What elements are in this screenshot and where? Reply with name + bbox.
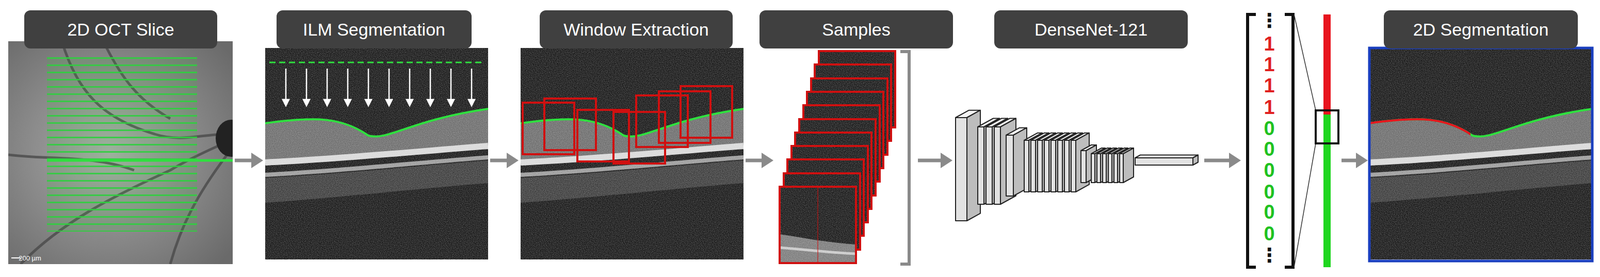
pipeline-stage: Window Extraction	[520, 47, 744, 260]
stage-heading: 2D Segmentation	[1383, 10, 1578, 49]
segmentation-overlay	[1369, 47, 1593, 262]
network-layer	[1037, 133, 1056, 192]
flow-arrow	[234, 152, 264, 169]
network-layer	[1135, 155, 1199, 166]
ilm-overlay	[265, 62, 489, 137]
network-layer	[955, 110, 981, 221]
vector-value: 0	[1263, 139, 1275, 159]
oct-bscan	[520, 47, 744, 260]
stage-heading: DenseNet-121	[994, 10, 1188, 49]
vector-ellipsis: ⋮	[1259, 245, 1280, 266]
pipeline-stage: 2D Segmentation	[1369, 47, 1593, 262]
flow-arrow	[1341, 152, 1368, 169]
window-overlay	[520, 86, 744, 164]
scale-label: 200 µm	[18, 254, 42, 262]
flow-arrow	[745, 152, 774, 169]
network-layer	[1030, 133, 1049, 192]
network-layer	[1119, 148, 1134, 183]
vector-value: 1	[1263, 97, 1275, 118]
oct-bscan	[265, 47, 489, 260]
vector-value: 1	[1263, 34, 1275, 54]
vector-value: 0	[1263, 202, 1275, 222]
column-bar	[1294, 14, 1339, 268]
vector-ellipsis: ⋮	[1259, 10, 1280, 31]
flow-arrow	[1204, 152, 1241, 169]
network-layer	[1044, 133, 1063, 192]
sample-stack	[779, 51, 896, 264]
vector-value: 0	[1263, 160, 1275, 181]
flow-arrow	[917, 152, 953, 169]
oct-bscan	[1369, 47, 1593, 260]
stage-heading: ILM Segmentation	[276, 10, 472, 49]
stack-bracket	[900, 51, 910, 265]
stage-heading: Window Extraction	[539, 10, 733, 49]
pipeline-stage: Samples	[775, 51, 916, 265]
vector-value: 0	[1263, 223, 1275, 244]
pipeline-stage: 2D OCT Slice	[8, 41, 233, 265]
network-layer	[1071, 133, 1090, 192]
pipeline-stage: DenseNet-121	[954, 92, 1203, 223]
network-layer	[1057, 133, 1076, 192]
vector-value: 1	[1263, 75, 1275, 96]
network-layer	[1080, 144, 1097, 183]
stage-heading: Samples	[759, 10, 953, 49]
fundus-image	[8, 41, 233, 265]
network-blocks	[955, 110, 1199, 221]
vector-value: 0	[1263, 182, 1275, 202]
vector-value: 1	[1263, 54, 1275, 75]
flow-arrow	[490, 152, 519, 169]
pipeline-stage: ILM Segmentation	[265, 47, 489, 260]
stage-heading: 2D OCT Slice	[24, 10, 218, 49]
vector-bracket	[1247, 14, 1294, 268]
vector-value: 0	[1263, 118, 1275, 139]
network-layer	[1051, 133, 1070, 192]
network-layer	[1024, 133, 1043, 192]
